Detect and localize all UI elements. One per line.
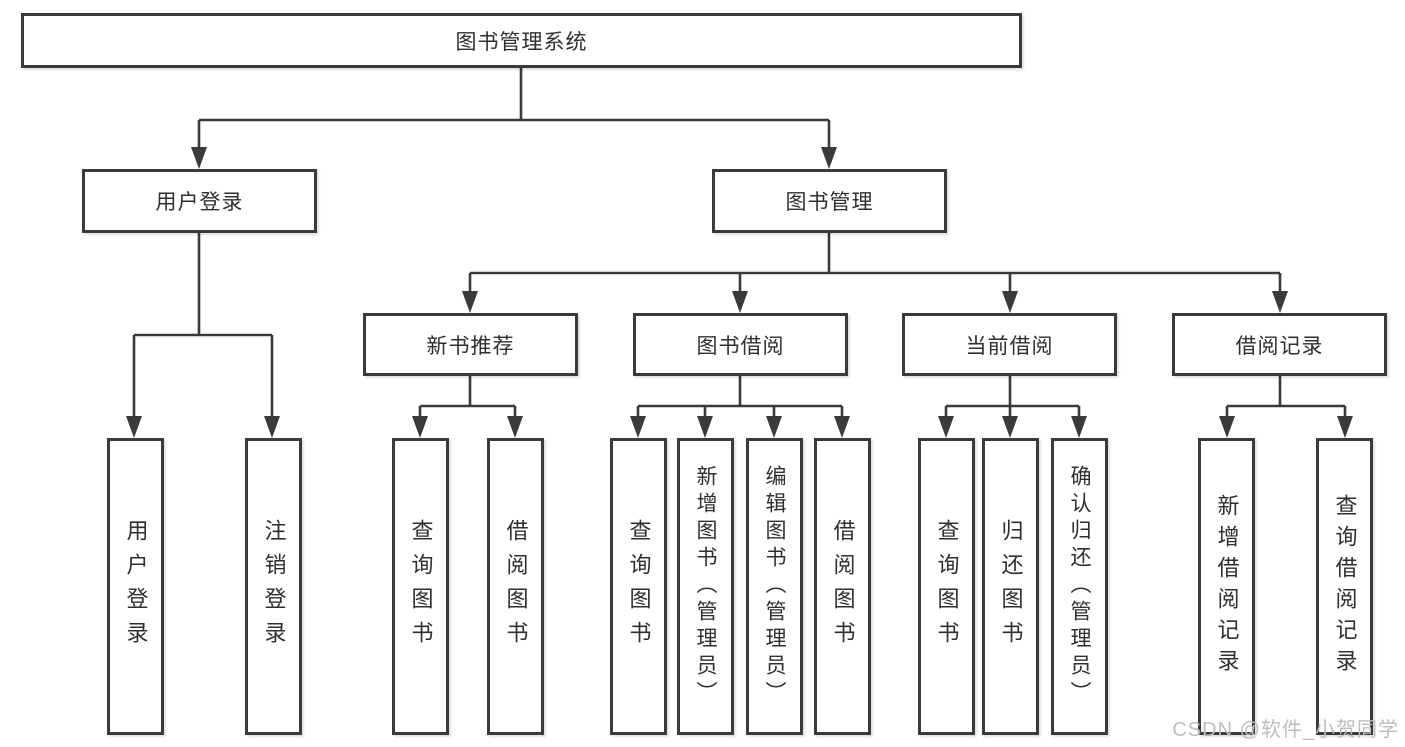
node-label: 当前借阅	[965, 334, 1054, 358]
node-label: 借阅图书	[503, 518, 529, 655]
node-book-borrowing: 图书借阅	[633, 313, 848, 376]
node-label: 借阅图书	[830, 518, 856, 655]
node-label: 图书借阅	[696, 334, 785, 358]
node-label: 借阅记录	[1235, 334, 1324, 358]
node-label: 图书管理	[785, 191, 874, 214]
node-new-book-recommend: 新书推荐	[363, 313, 578, 376]
node-label: 编辑图书（管理员）	[763, 465, 786, 708]
node-label: 图书管理系统	[455, 30, 588, 54]
leaf-query-books-current: 查询图书	[918, 438, 975, 735]
leaf-borrow-books-recommend: 借阅图书	[487, 438, 544, 735]
leaf-confirm-return-admin: 确认归还（管理员）	[1051, 438, 1108, 735]
node-book-management: 图书管理	[712, 169, 947, 233]
leaf-logout: 注销登录	[245, 438, 302, 735]
node-borrowing-records: 借阅记录	[1172, 313, 1387, 376]
leaf-edit-books-admin: 编辑图书（管理员）	[746, 438, 803, 735]
leaf-query-books-borrowing: 查询图书	[610, 438, 667, 735]
node-label: 确认归还（管理员）	[1068, 465, 1091, 708]
leaf-query-borrow-record: 查询借阅记录	[1316, 438, 1373, 735]
csdn-watermark: CSDN @软件_小贺同学	[1172, 719, 1399, 741]
leaf-add-borrow-record: 新增借阅记录	[1198, 438, 1255, 735]
node-label: 新书推荐	[426, 334, 515, 358]
leaf-return-books: 归还图书	[982, 438, 1039, 735]
node-library-management-system: 图书管理系统	[21, 13, 1022, 68]
node-label: 新增借阅记录	[1214, 493, 1240, 680]
leaf-query-books-recommend: 查询图书	[392, 438, 449, 735]
node-label: 归还图书	[998, 518, 1024, 655]
node-current-borrowing: 当前借阅	[902, 313, 1117, 376]
node-label: 查询图书	[934, 518, 960, 655]
node-label: 查询借阅记录	[1332, 493, 1358, 680]
node-label: 注销登录	[261, 518, 287, 655]
leaf-borrow-books-borrowing: 借阅图书	[814, 438, 871, 735]
node-label: 查询图书	[626, 518, 652, 655]
node-label: 新增图书（管理员）	[694, 465, 717, 708]
node-label: 用户登录	[123, 518, 149, 655]
node-label: 用户登录	[155, 191, 244, 214]
node-user-login: 用户登录	[82, 169, 317, 233]
node-label: 查询图书	[408, 518, 434, 655]
leaf-user-login: 用户登录	[107, 438, 164, 735]
leaf-add-books-admin: 新增图书（管理员）	[677, 438, 734, 735]
